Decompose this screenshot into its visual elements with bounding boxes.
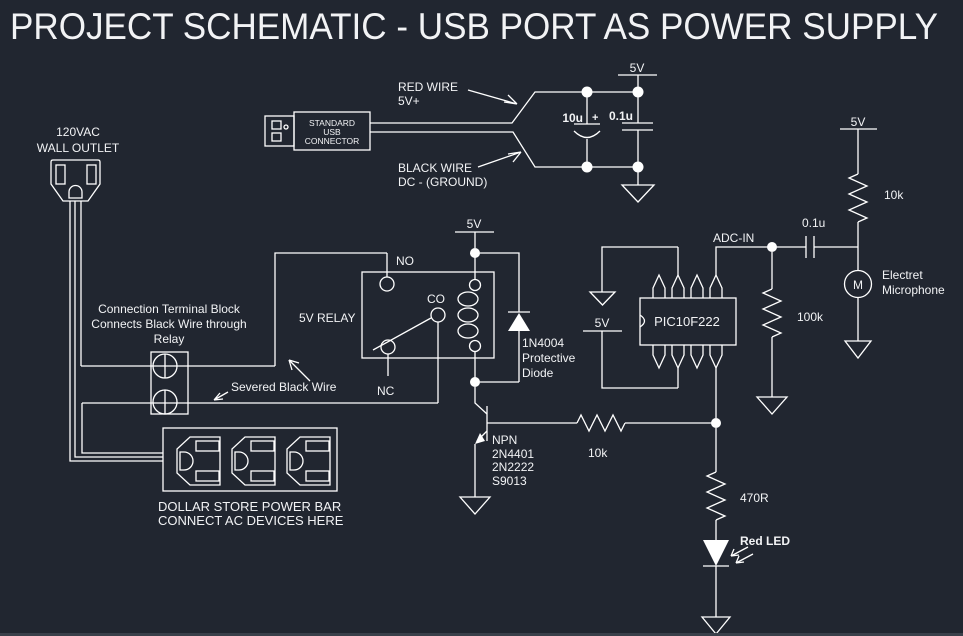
junction-dot <box>632 86 644 98</box>
transistor-label-3: 2N2222 <box>492 460 534 474</box>
red-wire-label-2: 5V+ <box>398 94 420 108</box>
transistor-symbol: NPN 2N4401 2N2222 S9013 <box>458 387 577 515</box>
usb-filter-network: 5V 10u + 0.1u <box>562 61 657 203</box>
usb-connector-symbol: STANDARD USB CONNECTOR <box>264 111 371 151</box>
severed-wire-arrow-2 <box>288 359 311 382</box>
junction-dot <box>632 161 644 173</box>
transistor-label-1: NPN <box>492 433 517 447</box>
cap-10u-label: 10u <box>562 111 583 125</box>
red-wire-annotation: RED WIRE 5V+ <box>398 80 518 108</box>
usb-rail-label: 5V <box>630 61 645 75</box>
diode-label-3: Diode <box>522 366 554 380</box>
junction-dot <box>470 248 480 258</box>
adc-cap-label: 0.1u <box>802 216 825 230</box>
wall-outlet-label-2: WALL OUTLET <box>37 141 120 155</box>
mic-rail-label: 5V <box>851 115 866 129</box>
adc-label: ADC-IN <box>713 231 754 245</box>
ground-symbol <box>700 616 732 636</box>
mic-label-1: Electret <box>882 268 923 282</box>
red-wire-label-1: RED WIRE <box>398 80 458 94</box>
power-cord-wires <box>69 201 163 462</box>
pulldown-resistor-label: 100k <box>797 310 824 324</box>
led-branch: 470R Red LED <box>700 428 790 636</box>
terminal-label-2: Connects Black Wire through <box>91 317 246 331</box>
diode-label-1: 1N4004 <box>522 336 564 350</box>
window-bottom-edge <box>0 633 963 636</box>
terminal-block-symbol: Connection Terminal Block Connects Black… <box>91 302 337 415</box>
junction-dot <box>711 418 721 428</box>
outlet-face <box>231 436 276 486</box>
severed-wire-label: Severed Black Wire <box>231 380 337 394</box>
cap-01u-label: 0.1u <box>609 109 633 123</box>
cap-10u-plus: + <box>592 112 598 124</box>
terminal-label-3: Relay <box>154 332 185 346</box>
power-bar-label-1: DOLLAR STORE POWER BAR <box>158 499 341 514</box>
relay-co-label: CO <box>427 292 445 306</box>
microphone-branch: 5V 10k M Electret Microphone <box>840 115 945 360</box>
ground-symbol <box>620 172 656 203</box>
black-wire-arrow <box>477 151 522 168</box>
black-wire-label-2: DC - (GROUND) <box>398 175 487 189</box>
transistor-label-4: S9013 <box>492 474 527 488</box>
power-bar-symbol: DOLLAR STORE POWER BAR CONNECT AC DEVICE… <box>158 427 344 528</box>
base-resistor-label: 10k <box>588 446 608 460</box>
page-title: PROJECT SCHEMATIC - USB PORT AS POWER SU… <box>10 6 938 47</box>
ground-symbol <box>843 340 873 360</box>
power-bar-label-2: CONNECT AC DEVICES HERE <box>158 513 344 528</box>
ground-symbol <box>755 396 789 415</box>
relay-switch-arm <box>372 317 432 351</box>
mic-label-2: Microphone <box>882 283 945 297</box>
ground-symbol <box>458 496 492 515</box>
transistor-label-2: 2N4401 <box>492 447 534 461</box>
wall-outlet-symbol: 120VAC WALL OUTLET <box>37 125 120 202</box>
led-light-arrow <box>735 553 754 564</box>
mcu-rail-label: 5V <box>595 316 610 330</box>
wall-outlet-label-1: 120VAC <box>56 125 100 139</box>
usb-box-label-3: CONNECTOR <box>305 136 360 146</box>
diode-triangle <box>508 313 530 331</box>
led-label: Red LED <box>740 534 790 548</box>
black-wire-label-1: BLACK WIRE <box>398 161 472 175</box>
severed-wire-arrow-1 <box>213 391 229 401</box>
mcu-name-label: PIC10F222 <box>654 314 720 329</box>
junction-dot <box>470 377 480 387</box>
terminal-label-1: Connection Terminal Block <box>98 302 241 316</box>
junction-dot <box>767 242 777 252</box>
led-triangle <box>703 540 729 566</box>
severed-wire-path <box>81 252 439 404</box>
base-resistor-symbol: 10k <box>576 413 721 460</box>
diode-label-2: Protective <box>522 351 576 365</box>
led-resistor-label: 470R <box>740 491 769 505</box>
relay-symbol: 5V 5V RELAY NO CO NC <box>299 217 495 398</box>
mic-symbol-letter: M <box>853 278 863 292</box>
relay-rail-label: 5V <box>467 217 482 231</box>
ground-symbol <box>588 291 617 306</box>
outlet-face <box>176 436 221 486</box>
led-light-arrow <box>730 546 749 557</box>
outlet-face <box>286 436 331 486</box>
junction-dot <box>581 86 593 98</box>
mic-resistor-label: 10k <box>884 188 904 202</box>
usb-box-label-2: USB <box>323 127 341 137</box>
chip-notch <box>639 314 646 328</box>
relay-nc-label: NC <box>377 384 395 398</box>
flyback-diode-symbol: 1N4004 Protective Diode <box>480 252 576 383</box>
black-wire-annotation: BLACK WIRE DC - (GROUND) <box>398 151 522 189</box>
junction-dot <box>581 161 593 173</box>
usb-box-label-1: STANDARD <box>309 118 355 128</box>
emitter-arrow <box>475 433 485 444</box>
mcu-symbol: PIC10F222 5V <box>583 246 737 418</box>
red-wire-arrow <box>467 89 518 105</box>
adc-network: ADC-IN 0.1u 100k <box>713 216 858 415</box>
relay-name-label: 5V RELAY <box>299 311 355 325</box>
relay-no-label: NO <box>396 254 414 268</box>
